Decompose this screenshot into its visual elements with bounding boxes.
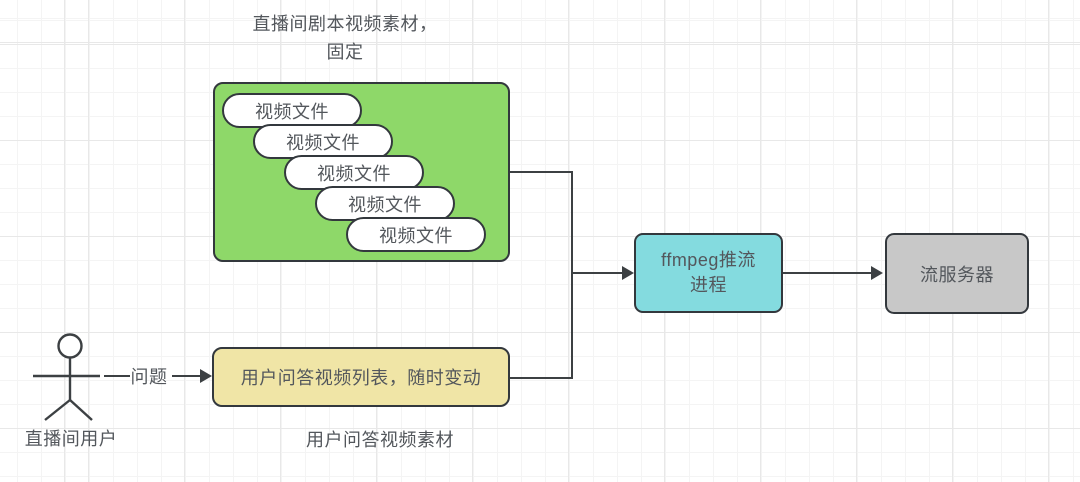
arrow-head-icon: [200, 369, 212, 383]
ffmpeg-process-label-line1: ffmpeg推流: [661, 250, 756, 270]
actor-leg-left: [44, 399, 71, 421]
video-file-pill: 视频文件: [222, 93, 362, 128]
video-file-pill: 视频文件: [253, 124, 393, 159]
connector-question-segment-b: [172, 375, 200, 377]
question-label: 问题: [130, 367, 168, 387]
arrow-head-icon: [871, 266, 883, 280]
qa-material-caption: 用户问答视频素材: [306, 430, 454, 450]
script-material-caption: 直播间剧本视频素材， 固定: [235, 10, 455, 66]
script-material-caption-line1: 直播间剧本视频素材，: [252, 14, 438, 34]
video-file-pill: 视频文件: [315, 186, 455, 221]
qa-video-list-label: 用户问答视频列表，随时变动: [240, 368, 482, 388]
connector-trunk-to-ffmpeg: [573, 272, 623, 274]
video-file-pill: 视频文件: [284, 155, 424, 190]
qa-video-list-box: 用户问答视频列表，随时变动: [212, 347, 510, 407]
connector-question-segment-a: [104, 375, 130, 377]
ffmpeg-process-box: ffmpeg推流 进程: [634, 233, 783, 313]
stream-server-box: 流服务器: [885, 233, 1029, 314]
script-material-caption-line2: 固定: [326, 42, 364, 62]
connector-green-to-trunk: [510, 171, 573, 173]
connector-ffmpeg-to-server: [783, 272, 871, 274]
actor-head: [57, 333, 83, 359]
actor-label: 直播间用户: [24, 429, 118, 449]
stream-server-label: 流服务器: [920, 264, 994, 285]
ffmpeg-process-label-line2: 进程: [690, 275, 727, 295]
actor-leg-right: [69, 399, 93, 421]
video-file-pill: 视频文件: [346, 217, 486, 252]
connector-yellow-to-trunk: [510, 377, 573, 379]
arrow-head-icon: [622, 266, 634, 280]
user-actor-figure: [33, 333, 100, 421]
connector-trunk-vertical: [571, 171, 573, 379]
